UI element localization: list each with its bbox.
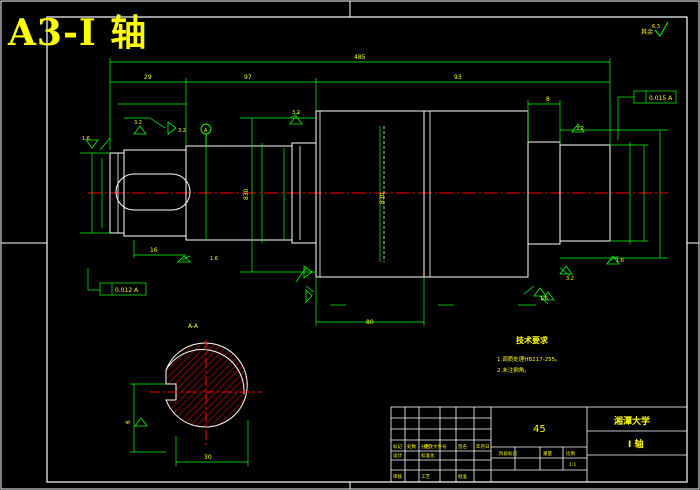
- runout-left-text: 0.012 A: [115, 287, 139, 294]
- row-c-2: 批准: [458, 473, 467, 480]
- dimension-lines: [80, 58, 668, 326]
- dim-29: 29: [144, 74, 152, 81]
- title-row-b: 设计 标准化 阶段标记 重量 比例: [393, 450, 575, 459]
- roughness-2: 3.2: [134, 120, 142, 126]
- row-a-4: 签名: [458, 443, 467, 450]
- title-part: I 轴: [628, 438, 643, 450]
- title-block-grid: [390, 406, 688, 483]
- roughness-1: 1.6: [82, 136, 90, 142]
- roughness-8: 3.2: [566, 276, 574, 282]
- row-b-2: 阶段标记: [499, 450, 517, 457]
- roughness-values: 1.6 3.2 3.2 1.6 3.2 3.2 1.6 3.2 1.6: [82, 110, 624, 302]
- dim-vert-mid: 830: [379, 192, 386, 204]
- corner-roughness-value: 6.3: [652, 24, 660, 30]
- dim-overall: 485: [354, 54, 366, 61]
- inner-border: [46, 16, 688, 483]
- runout-top-text: 0.015 A: [649, 95, 673, 102]
- section-dim-bottom: 30: [204, 454, 212, 461]
- dim-8: 8: [546, 96, 550, 103]
- runout-top-frame: [633, 90, 677, 104]
- shaft-outline: [109, 110, 611, 278]
- datum-a-symbol: [200, 123, 212, 146]
- roughness-7: 1.6: [616, 258, 624, 264]
- row-c-1: 工艺: [421, 474, 430, 480]
- section-dim-left: 6: [125, 420, 132, 424]
- roughness-5: 3.2: [292, 110, 300, 116]
- title-scale: 1:1: [569, 462, 576, 468]
- dim-16: 16: [150, 247, 158, 254]
- section-view: [150, 340, 262, 446]
- row-c-0: 审核: [393, 473, 402, 480]
- row-a-0: 标记: [393, 443, 402, 450]
- section-dims: [130, 383, 249, 466]
- tech-line-1: 1.调质处理HB217-255。: [497, 355, 561, 363]
- dim-80: 80: [366, 319, 374, 326]
- roughness-6: 3.2: [576, 126, 584, 132]
- row-a-1: 处数: [407, 443, 416, 450]
- row-b-0: 设计: [393, 452, 402, 459]
- roughness-3: 3.2: [178, 128, 186, 134]
- datum-a-text: A: [204, 128, 208, 134]
- title-row-c: 审核 工艺 批准: [393, 473, 467, 480]
- roughness-symbols: [85, 115, 620, 427]
- dim-93: 93: [454, 74, 462, 81]
- roughness-4: 1.6: [210, 256, 218, 262]
- dimension-texts: 485 29 97 93 8 80 16 830 830: [144, 54, 550, 326]
- drawing-title: A3-Ⅰ 轴: [8, 12, 148, 54]
- tech-heading: 技术要求: [516, 335, 549, 345]
- shaft-inner-lines: [117, 111, 431, 277]
- row-b-1: 标准化: [421, 452, 435, 459]
- section-label: A-A: [188, 323, 199, 330]
- title-row-a: 标记 处数 分区 更改文件号 签名 年月日: [393, 443, 490, 450]
- row-b-4: 比例: [566, 450, 575, 457]
- tech-line-2: 2.未注倒角。: [497, 366, 530, 374]
- title-material: 45: [533, 424, 546, 435]
- row-a-3: 更改文件号: [424, 443, 447, 450]
- row-a-2: 分区: [421, 443, 430, 450]
- dim-vert-830: 830: [243, 188, 250, 200]
- row-a-5: 年月日: [476, 443, 490, 450]
- runout-left-frame: [99, 282, 147, 296]
- dim-97: 97: [244, 74, 252, 81]
- corner-roughness-label: 其余: [641, 28, 653, 36]
- row-b-3: 重量: [543, 450, 552, 457]
- title-school: 湘潭大学: [614, 415, 650, 427]
- corner-roughness-symbol: [654, 21, 669, 37]
- roughness-9: 1.6: [540, 296, 548, 302]
